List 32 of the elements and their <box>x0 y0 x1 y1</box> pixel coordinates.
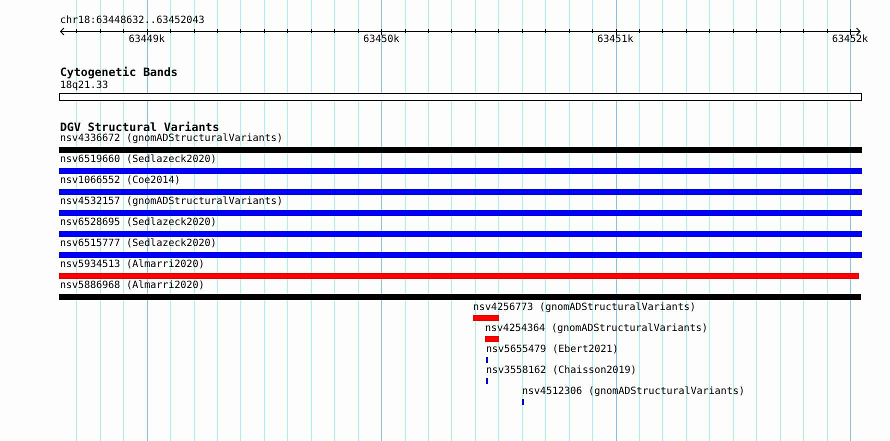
tick-label: 63452k <box>832 34 868 46</box>
feature-label: nsv5934513 (Almarri2020) <box>60 259 204 271</box>
tick-label: 63451k <box>597 34 634 46</box>
feature-label: nsv4254364 (gnomADStructuralVariants) <box>485 323 708 335</box>
feature-label: nsv4532157 (gnomADStructuralVariants) <box>60 196 283 208</box>
band-label: 18q21.33 <box>60 80 108 92</box>
feature-label: nsv6519660 (Sedlazeck2020) <box>60 154 217 166</box>
feature-bar <box>59 189 862 195</box>
feature-bar <box>485 336 499 342</box>
track-heading: DGV Structural Variants <box>60 121 220 134</box>
feature-label: nsv6528695 (Sedlazeck2020) <box>60 217 217 229</box>
cytoband-bar <box>59 93 862 101</box>
feature-bar <box>59 252 862 258</box>
feature-bar <box>59 231 862 237</box>
feature-label: nsv1066552 (Coe2014) <box>60 175 180 187</box>
track-heading: Cytogenetic Bands <box>60 66 178 79</box>
feature-label: nsv5655479 (Ebert2021) <box>486 344 618 356</box>
feature-bar <box>59 168 862 174</box>
feature-bar <box>59 273 859 279</box>
feature-label: nsv4256773 (gnomADStructuralVariants) <box>473 302 696 314</box>
feature-label: nsv4512306 (gnomADStructuralVariants) <box>522 386 745 398</box>
feature-label: nsv3558162 (Chaisson2019) <box>486 365 637 377</box>
location-label: chr18:63448632..63452043 <box>60 15 204 27</box>
feature-bar <box>59 294 861 300</box>
feature-bar <box>59 210 862 216</box>
feature-label: nsv4336672 (gnomADStructuralVariants) <box>60 133 283 145</box>
feature-bar <box>59 147 862 153</box>
feature-label: nsv6515777 (Sedlazeck2020) <box>60 238 217 250</box>
tick-label: 63449k <box>128 34 165 46</box>
feature-bar <box>473 315 499 321</box>
feature-label: nsv5886968 (Almarri2020) <box>60 280 204 292</box>
tick-label: 63450k <box>363 34 400 46</box>
